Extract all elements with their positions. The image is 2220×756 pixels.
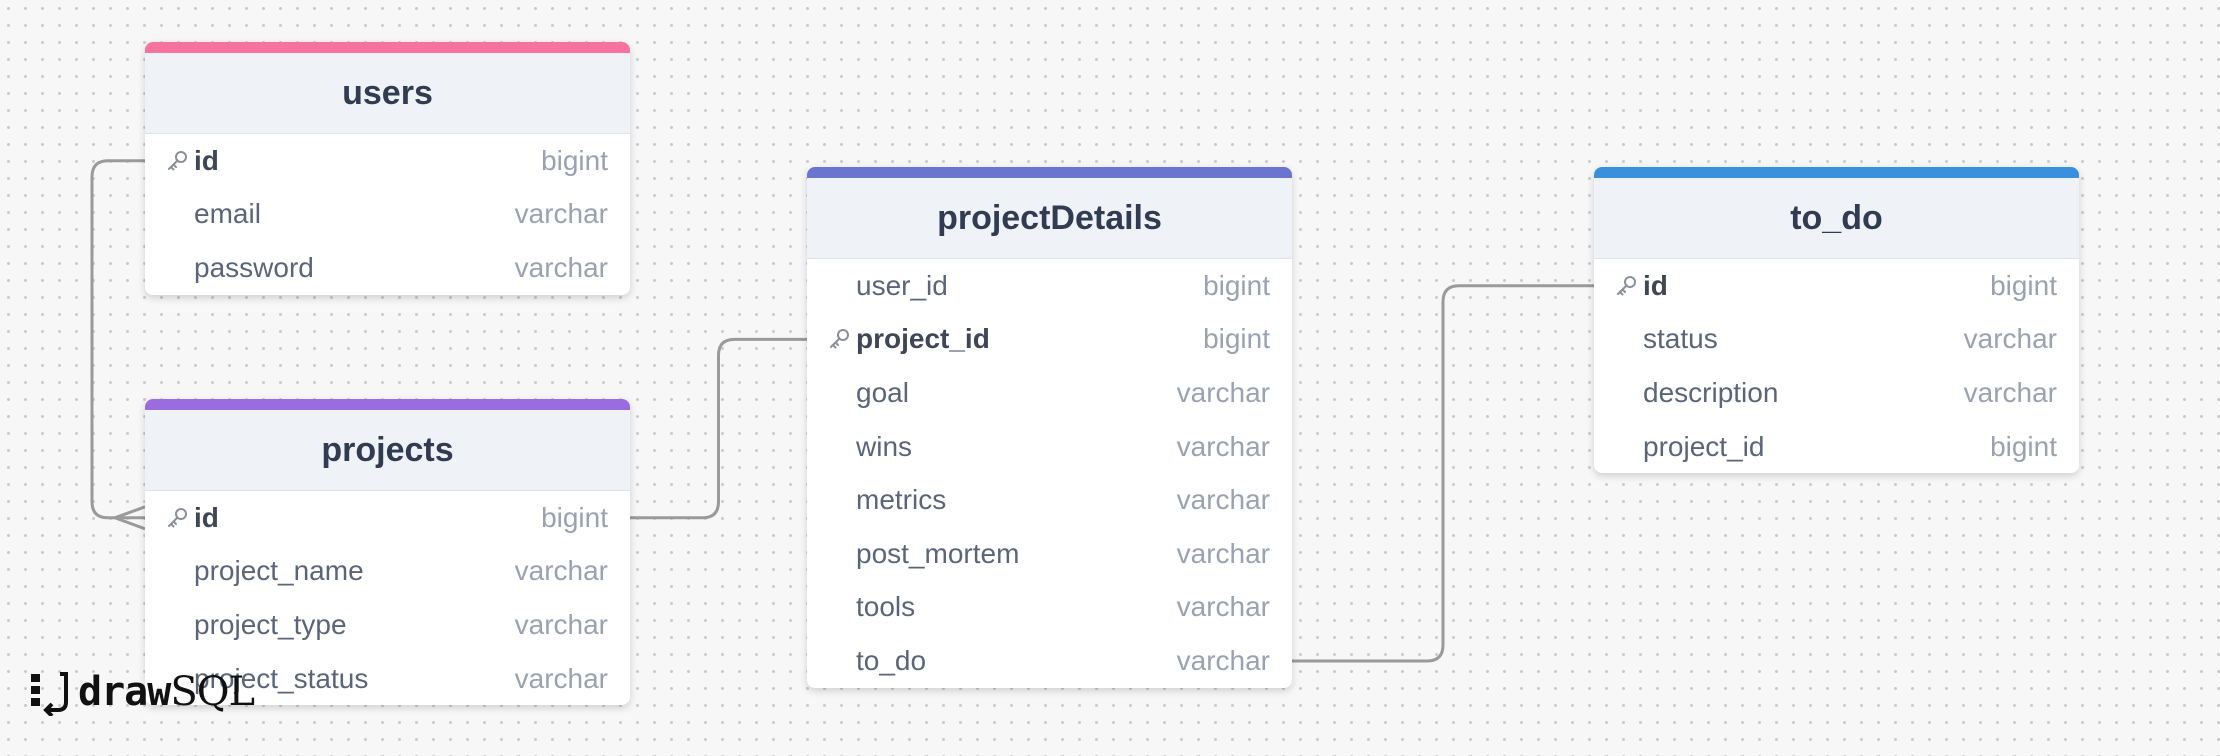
field-name: wins (856, 430, 913, 462)
field-name: project_name (194, 555, 364, 587)
field-type: varchar (1963, 323, 2057, 355)
field-row-email[interactable]: email varchar (145, 188, 630, 242)
field-type: varchar (1176, 376, 1270, 408)
field-row-metrics[interactable]: metrics varchar (807, 473, 1292, 527)
table-header[interactable]: projectDetails (807, 178, 1292, 259)
field-type: varchar (1176, 591, 1270, 623)
field-type: varchar (514, 608, 608, 640)
table-title: projects (321, 430, 454, 469)
field-type: bigint (1203, 269, 1270, 301)
field-row-project_type[interactable]: project_type varchar (145, 598, 630, 652)
field-name: user_id (856, 269, 948, 301)
field-name: project_status (194, 662, 369, 694)
table-accent-bar (1594, 167, 2079, 178)
table-title: projectDetails (937, 198, 1162, 237)
field-type: varchar (1176, 484, 1270, 516)
field-name: to_do (856, 644, 927, 676)
field-type: varchar (1963, 376, 2057, 408)
field-type: bigint (541, 144, 608, 176)
field-name: id (1643, 269, 1668, 301)
field-name: description (1643, 376, 1779, 408)
relation-crowfoot-many[interactable] (110, 505, 146, 531)
field-name: password (194, 251, 314, 283)
table-header[interactable]: users (145, 53, 630, 134)
field-name: post_mortem (856, 537, 1020, 569)
field-name: project_type (194, 608, 347, 640)
field-row-project_status[interactable]: project_status varchar (145, 652, 630, 706)
primary-key-icon (827, 327, 851, 351)
field-type: varchar (1176, 430, 1270, 462)
field-row-project_id[interactable]: project_id bigint (807, 313, 1292, 367)
field-type: bigint (1990, 269, 2057, 301)
field-name: email (194, 198, 261, 230)
table-header[interactable]: to_do (1594, 178, 2079, 259)
field-row-wins[interactable]: wins varchar (807, 420, 1292, 474)
field-type: varchar (514, 555, 608, 587)
field-row-password[interactable]: password varchar (145, 241, 630, 295)
drawsql-logo-icon (31, 672, 68, 716)
field-type: varchar (514, 662, 608, 694)
field-row-id[interactable]: id bigint (145, 134, 630, 188)
field-name: metrics (856, 484, 947, 516)
relation-line-projectDetails-to_do[interactable] (1292, 284, 1594, 663)
field-row-to_do[interactable]: to_do varchar (807, 634, 1292, 688)
relation-line-projects-projectDetails[interactable] (630, 337, 807, 520)
field-type: varchar (1176, 537, 1270, 569)
field-type: bigint (1203, 323, 1270, 355)
field-name: goal (856, 376, 909, 408)
field-type: bigint (1990, 430, 2057, 462)
table-header[interactable]: projects (145, 410, 630, 491)
field-row-project_id[interactable]: project_id bigint (1594, 420, 2079, 474)
field-name: id (194, 501, 219, 533)
field-type: varchar (1176, 644, 1270, 676)
field-name: project_id (856, 323, 990, 355)
table-title: users (342, 73, 433, 112)
field-row-post_mortem[interactable]: post_mortem varchar (807, 527, 1292, 581)
table-accent-bar (145, 399, 630, 410)
field-row-description[interactable]: description varchar (1594, 366, 2079, 420)
table-title: to_do (1790, 198, 1883, 237)
table-accent-bar (145, 42, 630, 53)
logo-text-sql: SQL (170, 669, 255, 715)
field-name: status (1643, 323, 1718, 355)
primary-key-icon (165, 506, 189, 530)
primary-key-icon (165, 149, 189, 173)
field-row-tools[interactable]: tools varchar (807, 581, 1292, 635)
primary-key-icon (1614, 274, 1638, 298)
table-accent-bar (807, 167, 1292, 178)
table-users[interactable]: users id bigint email varchar password varchar (145, 42, 630, 295)
field-name: id (194, 144, 219, 176)
field-row-status[interactable]: status varchar (1594, 313, 2079, 367)
field-row-user_id[interactable]: user_id bigint (807, 259, 1292, 313)
field-name: project_id (1643, 430, 1765, 462)
relation-line-users-projects[interactable] (90, 159, 145, 520)
field-name: tools (856, 591, 916, 623)
field-type: varchar (514, 251, 608, 283)
field-row-id[interactable]: id bigint (1594, 259, 2079, 313)
field-type: bigint (541, 501, 608, 533)
field-type: varchar (514, 198, 608, 230)
field-row-id[interactable]: id bigint (145, 491, 630, 545)
field-row-goal[interactable]: goal varchar (807, 366, 1292, 420)
logo-text-draw: draw (78, 669, 171, 715)
field-row-project_name[interactable]: project_name varchar (145, 545, 630, 599)
